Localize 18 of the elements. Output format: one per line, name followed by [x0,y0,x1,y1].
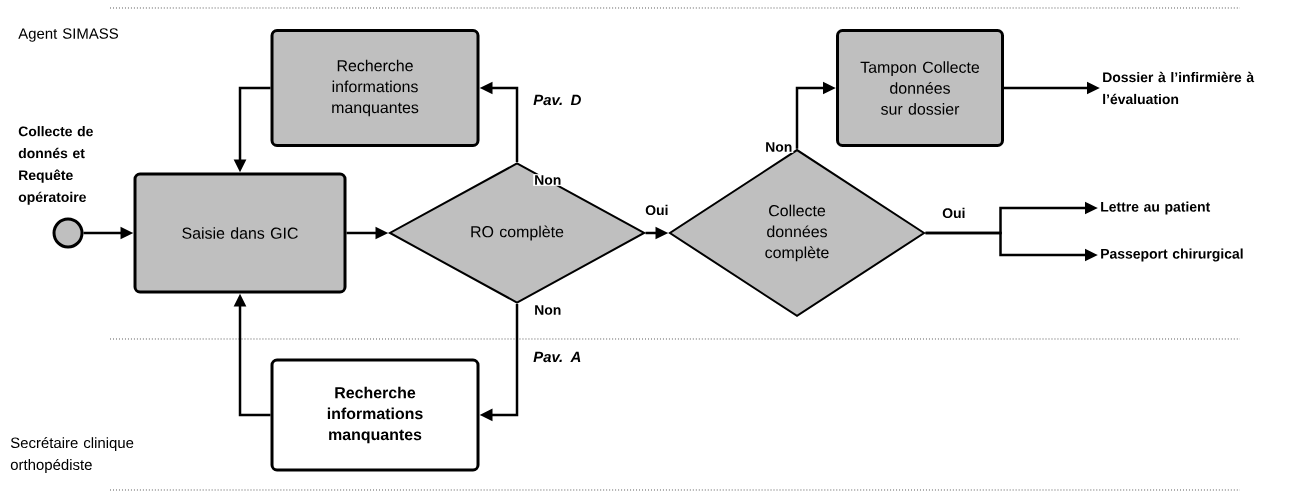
process-box: Recherche informations manquantes [270,358,480,472]
edge-label: Oui [644,203,670,217]
process-box: Recherche informations manquantes [270,29,480,147]
output-text: Dossier à l’infirmière à l’évaluation [1103,71,1255,105]
edge-label: Non [764,141,794,153]
lane-label: Agent SIMASS [18,28,119,42]
annotation: Pav. A [533,351,581,363]
process-box: Tampon Collecte données sur dossier [836,29,1004,147]
caption-text: Collecte de donnés et Requête opératoire [18,126,93,205]
lane-label: Secrétaire clinique orthopédiste [10,437,134,473]
edge-label: Oui [941,206,967,220]
edge-label: Non [533,304,563,316]
process-box: Saisie dans GIC [133,172,347,294]
annotation: Pav. D [533,94,581,106]
start-circle [52,217,84,249]
edge-label: Non [533,174,563,186]
output-text: Lettre au patient [1101,201,1211,215]
output-text: Passeport chirurgical [1101,248,1243,262]
